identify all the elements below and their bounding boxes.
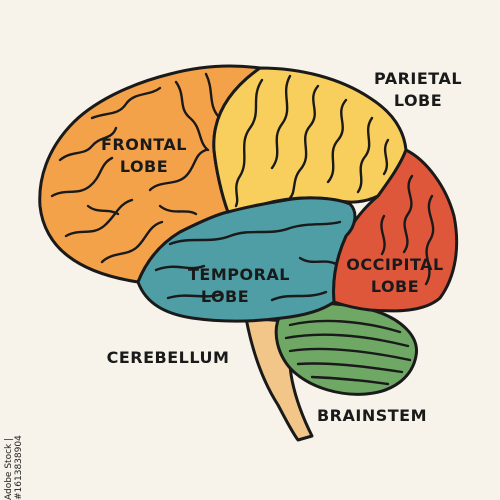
frontal-lobe-shape	[38, 64, 262, 284]
stock-id-watermark: Adobe Stock | #1613838904	[4, 435, 24, 500]
occipital-lobe-label-line1: OCCIPITAL	[346, 255, 443, 274]
temporal-lobe-label-line1: TEMPORAL	[188, 265, 290, 284]
frontal-lobe-label-line2: LOBE	[120, 157, 168, 176]
parietal-lobe-label-line2: LOBE	[394, 91, 442, 110]
parietal-lobe-label-line1: PARIETAL	[374, 69, 462, 88]
cerebellum-label: CEREBELLUM	[107, 348, 230, 367]
brainstem-label: BRAINSTEM	[317, 406, 427, 425]
occipital-lobe-label-line2: LOBE	[371, 277, 419, 296]
parietal-lobe-shape	[212, 66, 408, 214]
temporal-lobe-shape	[136, 196, 357, 323]
cerebellum-shape	[274, 302, 418, 396]
temporal-lobe-label-line2: LOBE	[201, 287, 249, 306]
frontal-lobe-label-line1: FRONTAL	[101, 135, 187, 154]
occipital-lobe-shape	[332, 148, 459, 313]
